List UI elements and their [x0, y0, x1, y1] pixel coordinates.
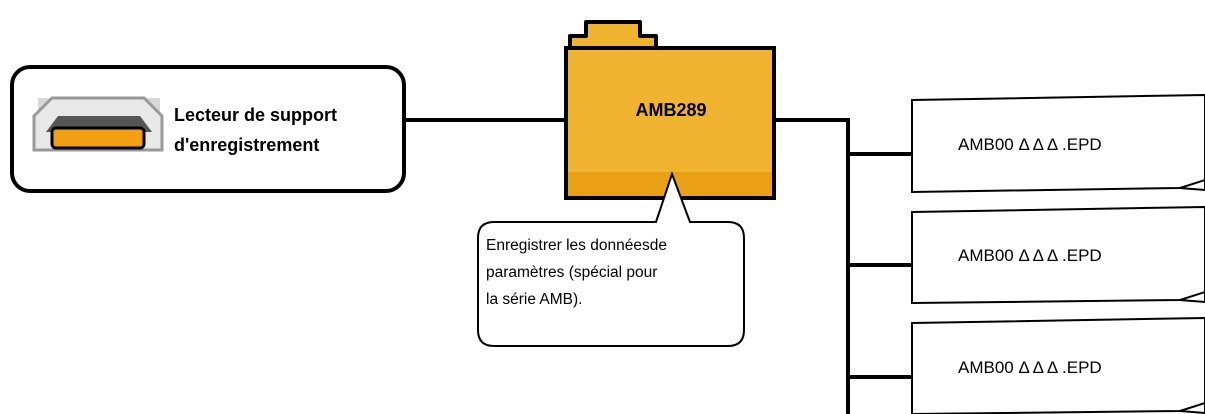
file-doc-1	[911, 93, 1205, 194]
folder-icon	[564, 20, 776, 200]
callout-line2: paramètres (spécial pour	[486, 264, 658, 281]
callout-text: Enregistrer les donnéesde paramètres (sp…	[486, 232, 736, 313]
drive-label: Lecteur de support d'enregistrement	[174, 100, 337, 160]
callout-line3: la série AMB).	[486, 291, 583, 308]
file-doc-2	[911, 205, 1205, 305]
connector-lines	[406, 118, 912, 414]
callout-line1: Enregistrer les donnéesde	[486, 237, 667, 254]
drive-label-line2: d'enregistrement	[174, 135, 320, 155]
file-name-2: AMB00 Δ Δ Δ .EPD	[958, 246, 1102, 265]
drive-label-line1: Lecteur de support	[174, 105, 338, 125]
folder-to-files-trunk	[774, 118, 850, 414]
folder-name: AMB289	[635, 100, 707, 120]
callout-bubble	[477, 171, 745, 347]
file-doc-3	[911, 316, 1205, 414]
media-drive-icon	[32, 96, 164, 152]
file-name-1: AMB00 Δ Δ Δ .EPD	[958, 135, 1102, 154]
file-name-3: AMB00 Δ Δ Δ .EPD	[958, 358, 1102, 377]
